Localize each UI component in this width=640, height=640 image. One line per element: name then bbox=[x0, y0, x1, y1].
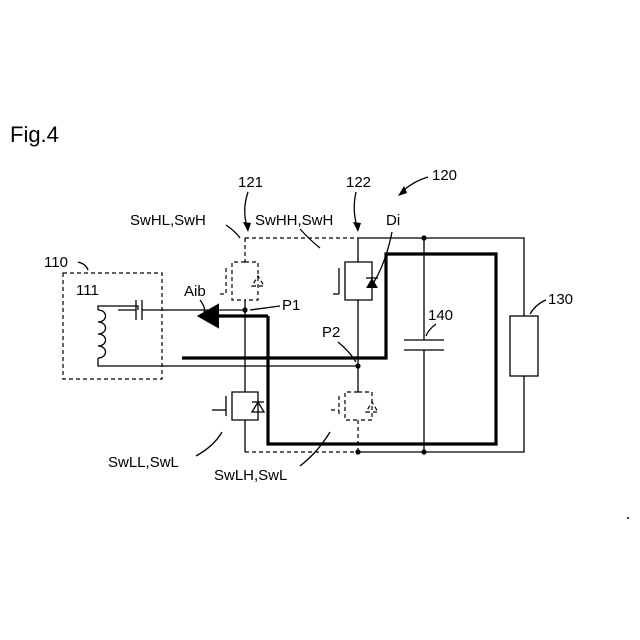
swhl-diode-loop bbox=[245, 262, 258, 300]
switch-swhl bbox=[220, 262, 264, 300]
ref-122-leader bbox=[354, 192, 357, 226]
coil-111 bbox=[98, 310, 106, 358]
p2-label: P2 bbox=[322, 324, 340, 341]
p1-label: P1 bbox=[282, 297, 300, 314]
swhh-diode-loop bbox=[358, 262, 372, 300]
bottom-rail-right bbox=[358, 376, 524, 452]
switch-swlh bbox=[331, 392, 378, 420]
swhl-label: SwHL,SwH bbox=[130, 212, 206, 229]
swlh-label: SwLH,SwL bbox=[214, 467, 287, 484]
node-p2 bbox=[355, 363, 360, 368]
ref-120-leader bbox=[402, 177, 428, 192]
ref-121-leader bbox=[245, 192, 248, 226]
ref-140-label: 140 bbox=[428, 307, 453, 324]
di-leader bbox=[374, 232, 392, 282]
load-130 bbox=[510, 316, 538, 376]
ref-110-leader bbox=[78, 262, 88, 270]
swhl-channel bbox=[232, 262, 245, 300]
ref-140-leader bbox=[426, 324, 436, 336]
ref-122-label: 122 bbox=[346, 174, 371, 191]
swll-leader bbox=[196, 432, 222, 456]
ref-121-arrowhead bbox=[243, 222, 251, 232]
ref-120: 120 bbox=[398, 167, 457, 196]
aib-label: Aib bbox=[184, 283, 206, 300]
node-p1 bbox=[242, 307, 247, 312]
swhh-channel bbox=[345, 262, 358, 300]
swlh-channel bbox=[345, 392, 358, 420]
p1-leader bbox=[250, 306, 280, 310]
swhh-label: SwHH,SwH bbox=[255, 212, 333, 229]
node-bottom-cap bbox=[421, 449, 426, 454]
ref-110-label: 110 bbox=[44, 254, 68, 271]
switch-swhh bbox=[333, 262, 378, 300]
node-bottom-right-leg bbox=[355, 449, 360, 454]
ref-130-label: 130 bbox=[548, 291, 573, 308]
ref-130-leader bbox=[530, 300, 546, 314]
top-rail bbox=[358, 238, 524, 316]
ref-111-label: 111 bbox=[76, 282, 99, 299]
node-top-cap bbox=[421, 235, 426, 240]
ref-122: 122 bbox=[346, 174, 371, 232]
ref-120-arrowhead bbox=[398, 186, 407, 196]
ref-121-label: 121 bbox=[238, 174, 263, 191]
swll-label: SwLL,SwL bbox=[108, 454, 179, 471]
swlh-leader bbox=[300, 432, 330, 466]
di-label: Di bbox=[386, 212, 400, 229]
stray-dot bbox=[627, 517, 629, 519]
figure-title: Fig.4 bbox=[10, 122, 59, 147]
switch-swll bbox=[212, 392, 264, 420]
ref-120-label: 120 bbox=[432, 167, 457, 184]
ref-122-arrowhead bbox=[353, 222, 361, 232]
swll-channel bbox=[232, 392, 245, 420]
swhl-leader bbox=[226, 225, 240, 238]
